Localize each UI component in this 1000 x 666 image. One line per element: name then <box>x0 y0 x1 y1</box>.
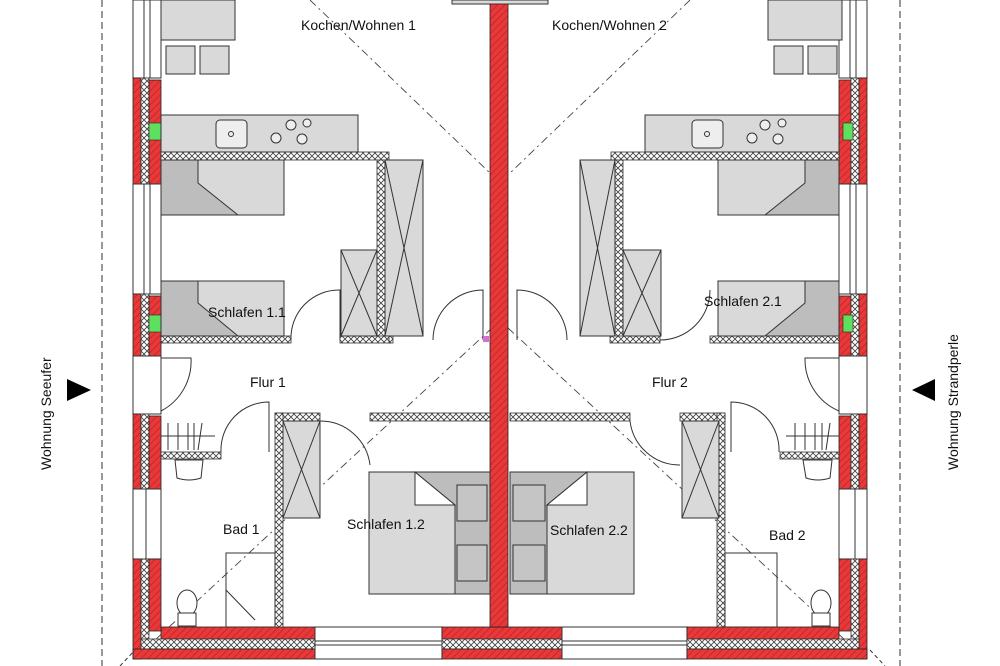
entrance-arrow-left-icon <box>912 379 935 401</box>
label-schlafen-1-2: Schlafen 1.2 <box>347 516 425 532</box>
doors-upper <box>290 289 711 342</box>
exterior-wall-left <box>132 0 162 660</box>
label-flur-1: Flur 1 <box>250 374 286 390</box>
label-schlafen-2-2: Schlafen 2.2 <box>550 522 628 538</box>
bathroom-2-fixtures <box>724 422 839 628</box>
label-schlafen-2-1: Schlafen 2.1 <box>704 293 782 309</box>
kitchen-1-furniture <box>160 0 359 153</box>
label-wohnung-seeufer: Wohnung Seeufer <box>38 357 54 470</box>
bedroom-x-2-furniture <box>282 420 720 595</box>
party-wall <box>451 0 549 628</box>
property-boundaries <box>101 0 901 666</box>
kitchen-2-furniture <box>644 0 843 153</box>
entrance-arrow-right-icon <box>67 379 91 401</box>
bathroom-1-fixtures <box>161 422 276 628</box>
washbasin-icon <box>174 459 204 481</box>
roof-diagonals <box>154 0 846 641</box>
label-wohnung-strandperle: Wohnung Strandperle <box>945 334 961 470</box>
sink-icon <box>215 119 248 149</box>
bedroom-1-1-furniture <box>160 159 424 337</box>
room-labels: Kochen/Wohnen 1 Kochen/Wohnen 2 Schlafen… <box>208 17 806 543</box>
label-bad-2: Bad 2 <box>769 527 806 543</box>
label-kochen-wohnen-2: Kochen/Wohnen 2 <box>552 17 667 33</box>
label-schlafen-1-1: Schlafen 1.1 <box>208 304 286 320</box>
bedroom-2-1-furniture <box>579 159 840 337</box>
entrance-left: Wohnung Seeufer <box>38 357 91 470</box>
label-flur-2: Flur 2 <box>652 374 688 390</box>
toilet-icon <box>810 589 832 617</box>
toilet-icon <box>176 589 198 617</box>
label-kochen-wohnen-1: Kochen/Wohnen 1 <box>301 17 416 33</box>
label-bad-1: Bad 1 <box>223 521 260 537</box>
entrance-right: Wohnung Strandperle <box>912 334 961 470</box>
exterior-wall-bottom <box>132 626 868 660</box>
sink-icon <box>691 119 724 149</box>
exterior-wall-right <box>838 0 868 660</box>
washbasin-icon <box>802 459 833 481</box>
entry-doors <box>160 357 840 466</box>
shower-area <box>724 552 778 628</box>
